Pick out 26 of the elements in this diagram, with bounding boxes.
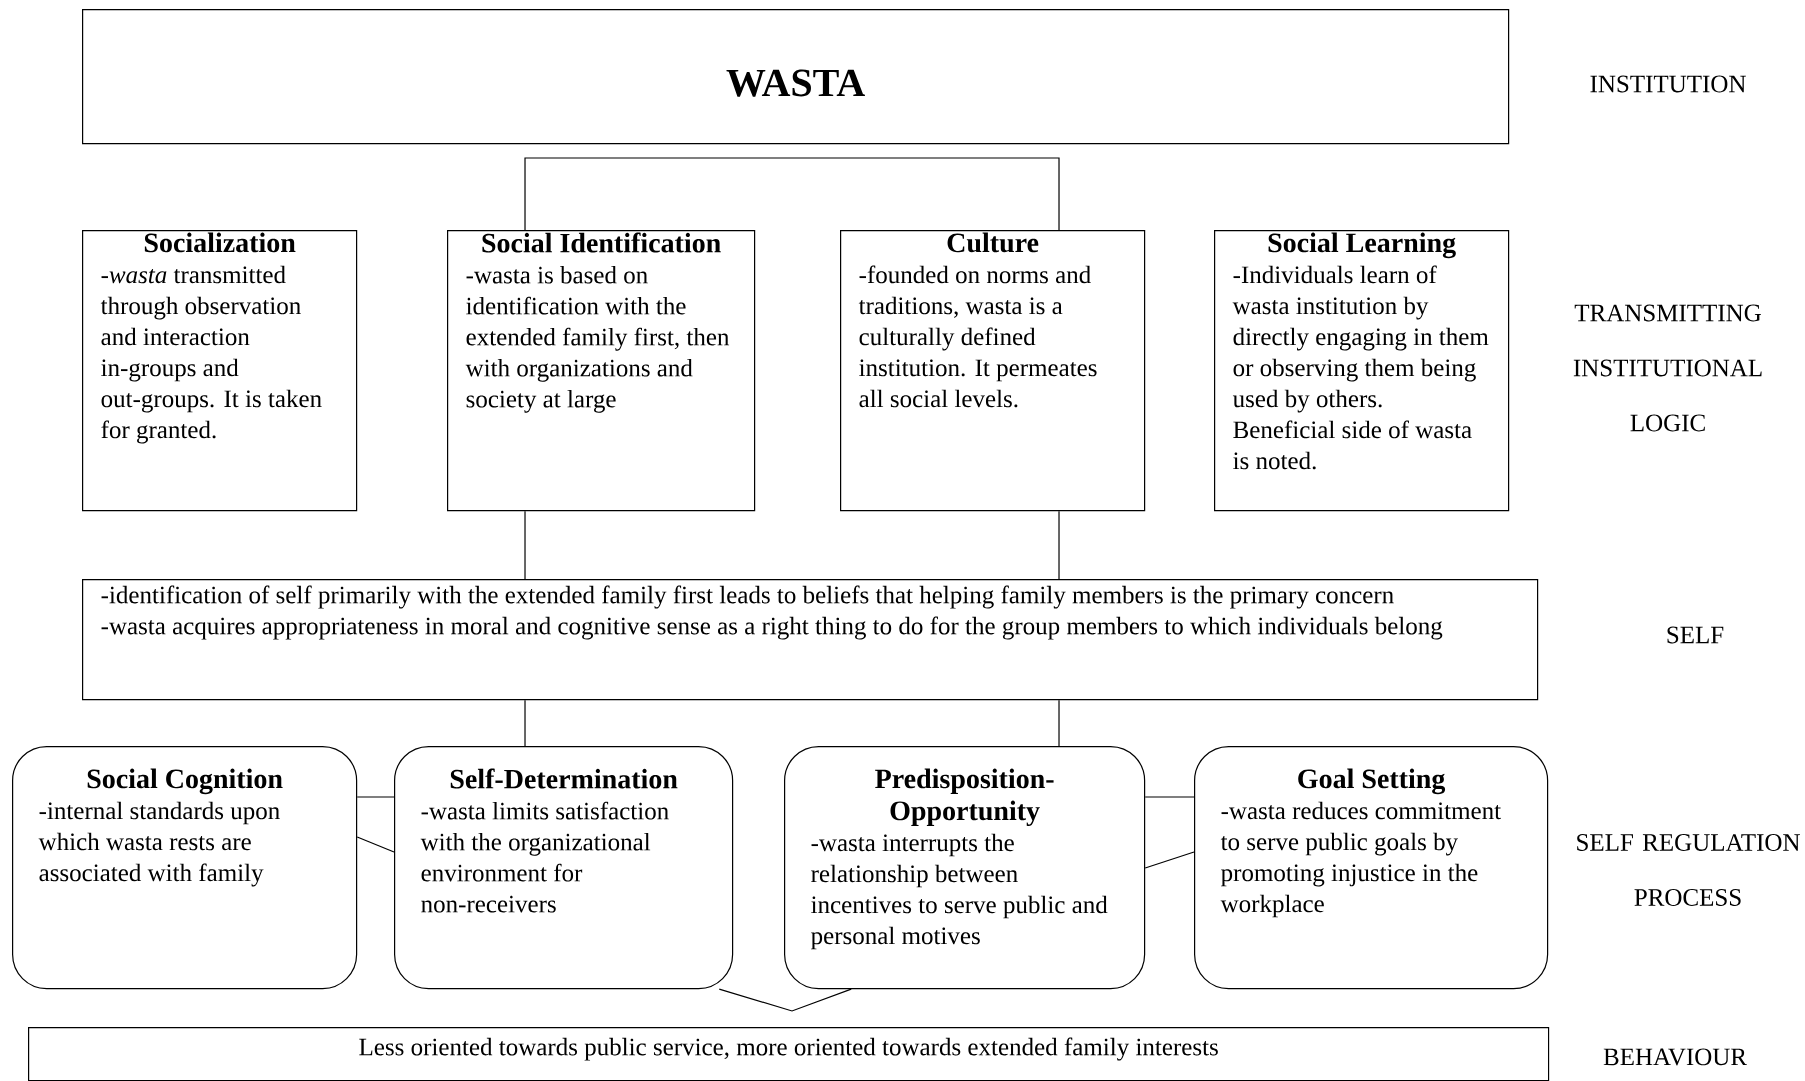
level-label: TRANSMITTING INSTITUTIONAL LOGIC xyxy=(1573,304,1762,432)
level-label: SELF REGULATION PROCESS xyxy=(1577,834,1800,906)
self-box: -identification of self primarily with the extended family first leads to beliefs that helping family members is the primary concern -wasta acquires appropriateness in moral and cognitive sense as a right thing to do for the group members to which individuals belong xyxy=(82,579,1539,701)
behaviour-box: Less oriented towards public service, more oriented towards extended family interests xyxy=(28,1027,1550,1081)
connector-line xyxy=(524,157,1060,231)
connector-line xyxy=(1144,851,1195,869)
level-label: BEHAVIOUR xyxy=(1603,1048,1747,1066)
level-label: INSTITUTION xyxy=(1590,75,1746,93)
connector-line xyxy=(1058,699,1060,747)
title-box: WASTA xyxy=(82,9,1510,145)
connector-line xyxy=(524,510,526,580)
connector-line xyxy=(1058,510,1060,580)
process-box: Goal Setting -wasta reduces commitment to serve public goals by promoting injustice in the workplace xyxy=(1194,746,1549,990)
process-box: Predisposition-Opportunity -wasta interrupts the relationship between incentives to serve public and personal motives xyxy=(784,746,1146,990)
concept-box: Social Identification -wasta is based on identification with the extended family first, then with organizations and society at large xyxy=(447,230,756,512)
concept-box: Socialization -wasta transmitted through observation and interaction in-groups and out-groups. It is taken for granted. xyxy=(82,230,358,512)
process-box: Social Cognition -internal standards upon which wasta rests are associated with family xyxy=(12,746,358,990)
connector-line xyxy=(524,699,526,747)
connector-line xyxy=(1144,796,1195,798)
connector-line xyxy=(356,796,395,798)
concept-box: Culture -founded on norms and traditions, wasta is a culturally defined institution. It permeates all social levels. xyxy=(840,230,1146,512)
process-box: Self-Determination -wasta limits satisfaction with the organizational environment for non-receivers xyxy=(394,746,734,990)
concept-box: Social Learning -Individuals learn of wasta institution by directly engaging in them or observing them being used by others. Beneficial side of wasta is noted. xyxy=(1214,230,1510,512)
level-label: SELF xyxy=(1667,626,1724,644)
connector-line xyxy=(718,988,852,1012)
connector-line xyxy=(356,836,395,853)
